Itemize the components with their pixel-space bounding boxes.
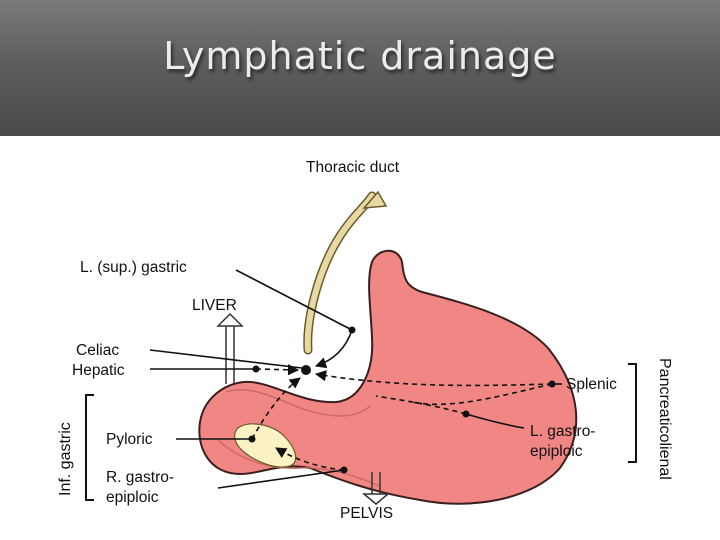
stomach-fold	[225, 388, 371, 417]
splenic-to-celiac-3	[375, 395, 467, 415]
hepatic-to-celiac	[255, 364, 300, 376]
label-pancreaticolienal: Pancreaticolienal	[656, 358, 673, 480]
stomach	[198, 249, 578, 505]
label-r-gastroepiploic-2: epiploic	[106, 489, 159, 506]
label-r-gastroepiploic-1: R. gastro-	[106, 469, 174, 486]
label-pyloric: Pyloric	[106, 431, 153, 448]
inf-gastric-bracket	[85, 394, 94, 501]
label-pelvis: PELVIS	[340, 505, 393, 522]
splenic-to-celiac-2	[411, 383, 553, 406]
pancreaticolienal-bracket	[628, 363, 637, 463]
l-gastroepiploic-leader	[465, 413, 525, 429]
l-sup-gastric-arrow	[314, 329, 353, 369]
thoracic-duct	[303, 191, 377, 355]
label-thoracic-duct: Thoracic duct	[306, 159, 400, 176]
slide-title: Lymphatic drainage	[163, 34, 557, 78]
title-bar: Lymphatic drainage	[0, 0, 720, 136]
thoracic-duct-arrowhead	[362, 190, 388, 209]
label-splenic: Splenic	[566, 376, 617, 393]
pyloric-to-celiac	[251, 377, 301, 440]
label-l-sup-gastric: L. (sup.) gastric	[80, 259, 187, 276]
r-gastroepiploic-leader	[217, 469, 345, 489]
liver-arrow	[216, 312, 244, 384]
label-hepatic: Hepatic	[72, 362, 125, 379]
label-liver: LIVER	[192, 297, 237, 314]
stomach-lower-fold	[217, 439, 381, 487]
l-sup-gastric-leader	[235, 269, 353, 331]
splenic-to-celiac-1	[314, 370, 553, 387]
celiac-leader	[149, 349, 303, 369]
label-l-gastroepiploic-1: L. gastro-	[530, 423, 595, 440]
r-gastroepiploic-to-pyloric	[275, 447, 345, 471]
celiac-node	[301, 365, 311, 375]
label-inf-gastric: Inf. gastric	[57, 422, 74, 496]
pelvis-arrow	[361, 472, 391, 505]
label-celiac: Celiac	[76, 342, 119, 359]
label-l-gastroepiploic-2: epiploic	[530, 443, 583, 460]
